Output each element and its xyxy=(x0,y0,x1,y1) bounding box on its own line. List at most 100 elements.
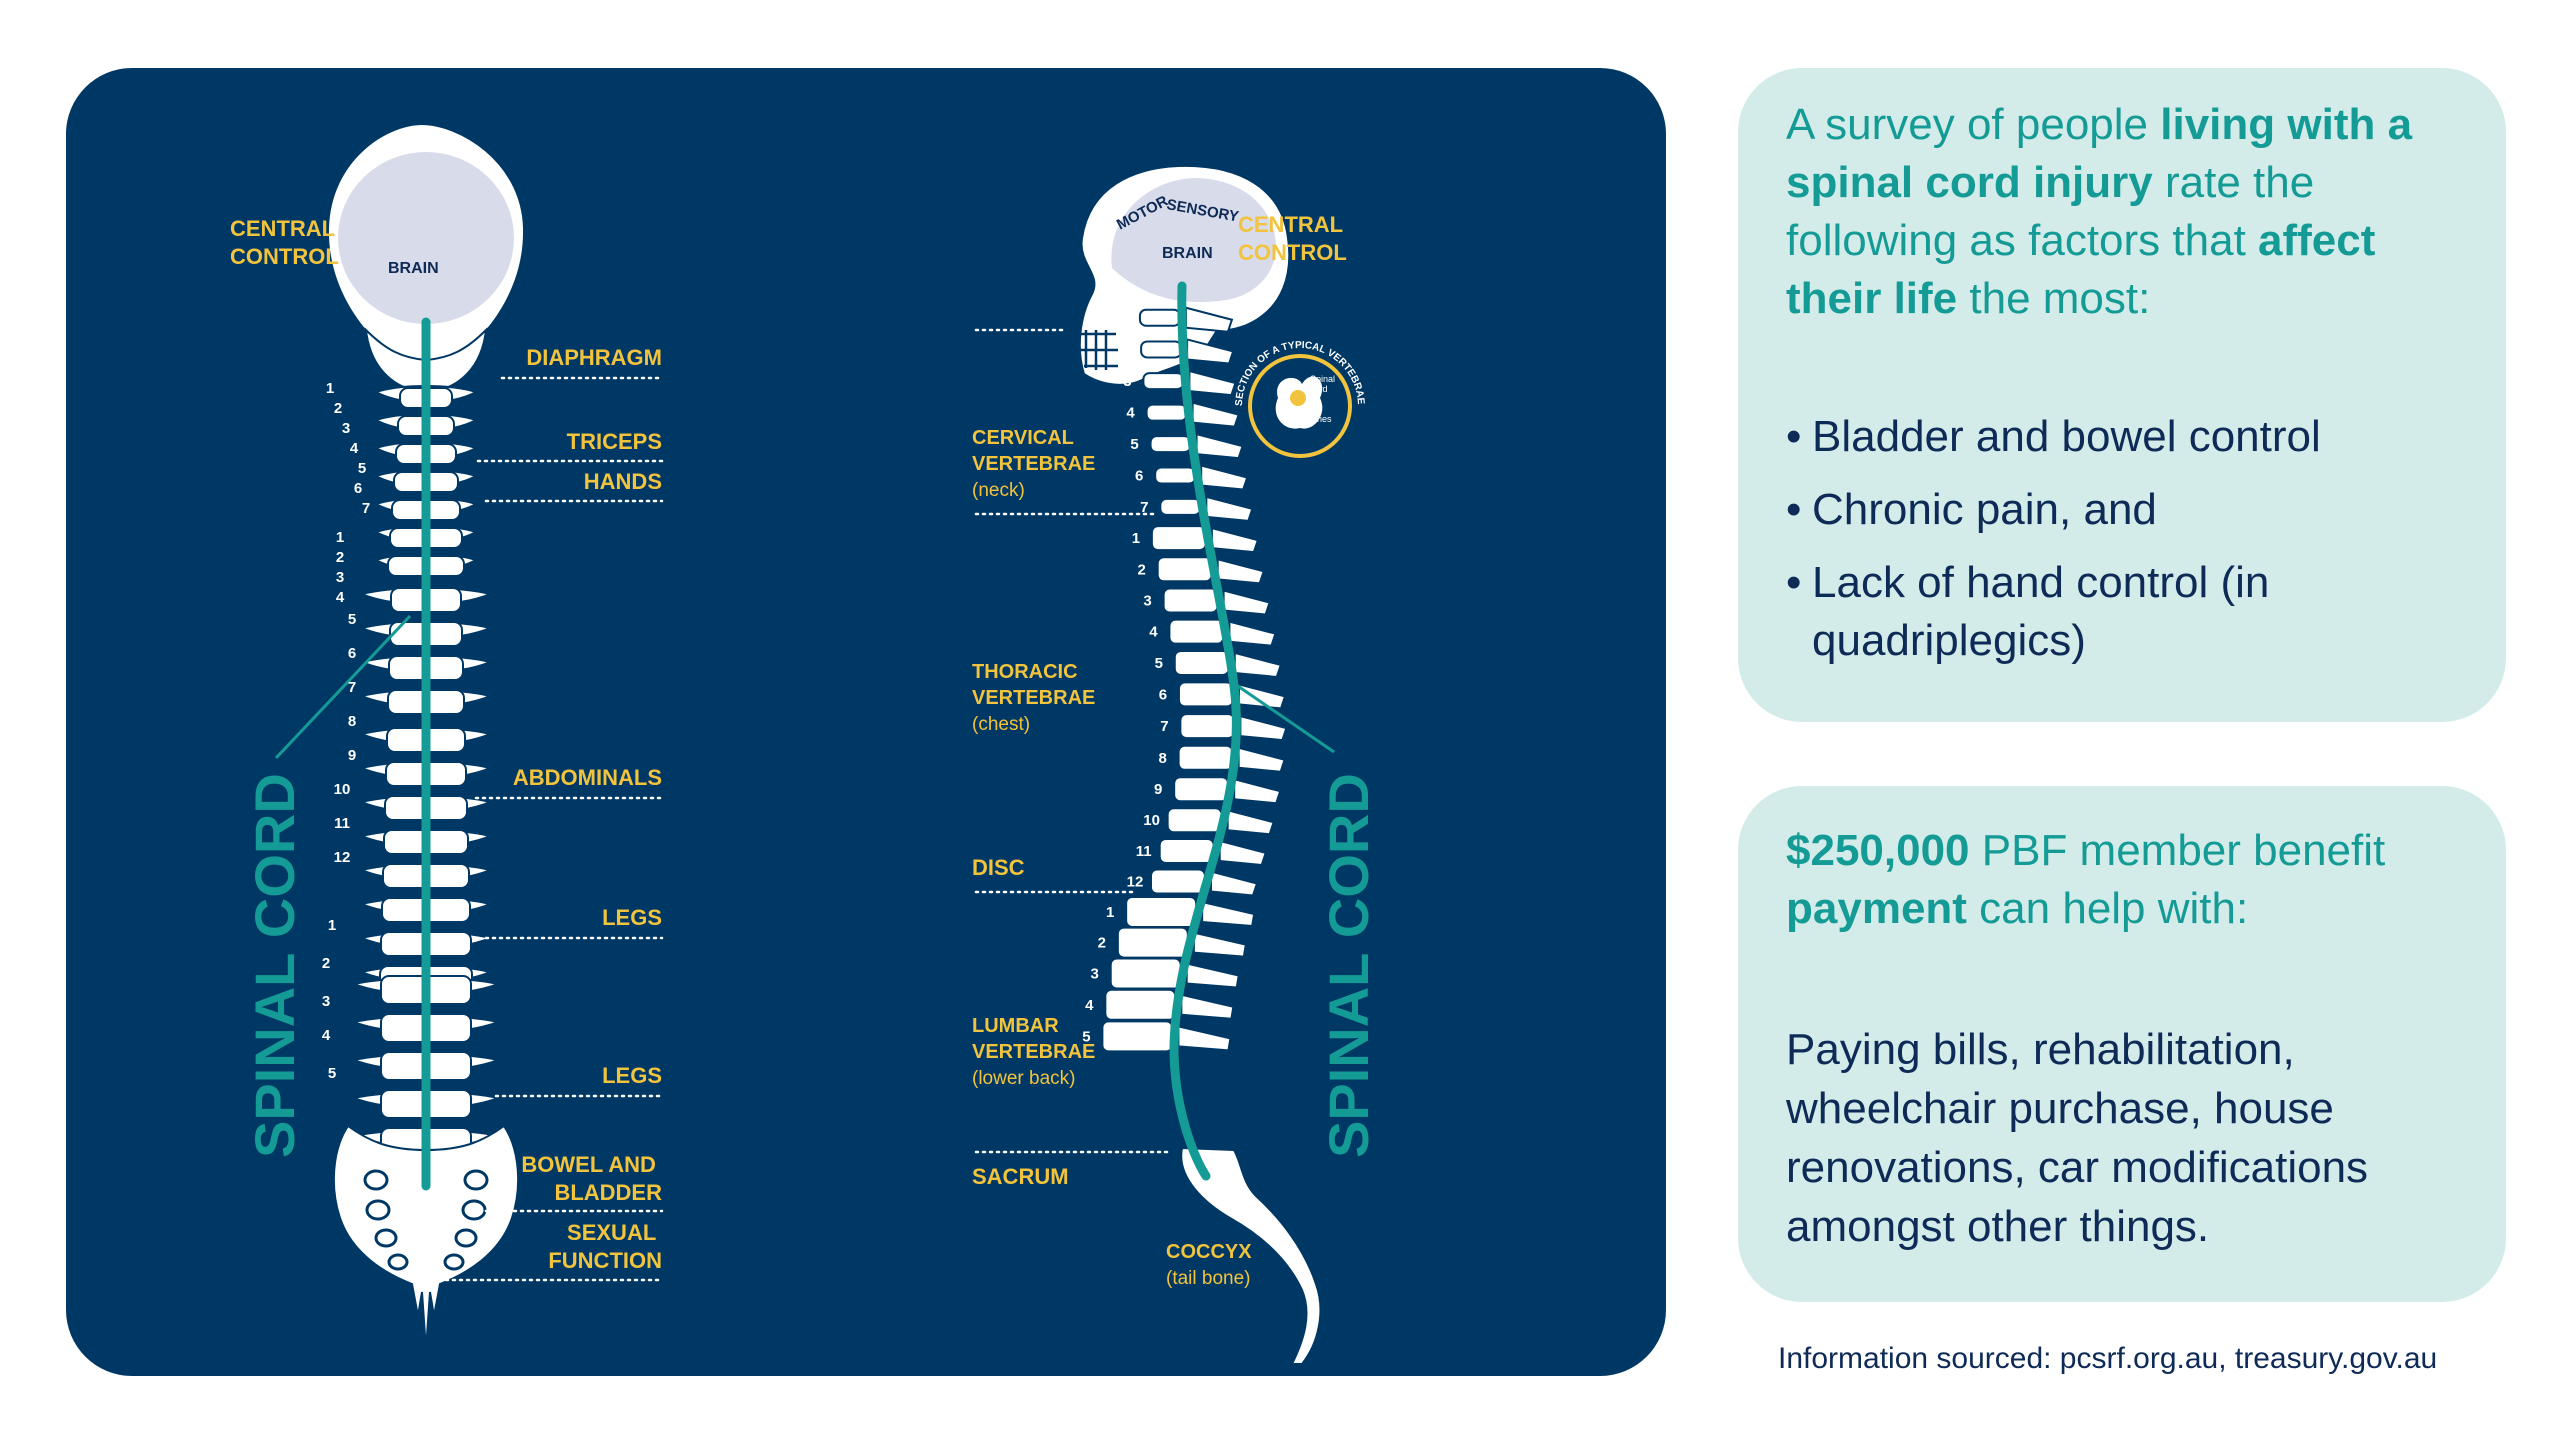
vertebra-number: 1 xyxy=(336,529,344,546)
front-brain xyxy=(338,152,514,324)
side-vertebra xyxy=(1142,369,1237,397)
vertebra-number: 5 xyxy=(348,611,356,628)
vertebra-number: 5 xyxy=(358,460,366,477)
vertebra-number: 6 xyxy=(348,645,356,662)
vertebra-number: 3 xyxy=(342,420,350,437)
vertebra-number: 2 xyxy=(334,400,342,417)
svg-text:cord: cord xyxy=(1310,384,1328,394)
vertebra-number: 2 xyxy=(322,955,330,972)
front-central-control: CENTRAL CONTROL xyxy=(230,216,341,269)
label-diaphragm: DIAPHRAGM xyxy=(526,345,662,370)
vertebra-number: 5 xyxy=(1155,655,1163,672)
vertebra-number: 3 xyxy=(1123,373,1131,390)
vertebra-number: 11 xyxy=(1136,843,1152,860)
side-vertebra xyxy=(1173,649,1283,679)
label-coccyx: COCCYX xyxy=(1166,1241,1252,1263)
side-vertebra xyxy=(1116,926,1247,959)
vertebra-number: 1 xyxy=(1106,904,1114,921)
side-teeth xyxy=(1076,330,1118,370)
side-vertebra xyxy=(1168,618,1277,647)
vertebra-number: 2 xyxy=(1098,935,1106,952)
label-bowel-bladder: BOWEL AND BLADDER xyxy=(521,1152,662,1205)
label-sexual-function: SEXUAL FUNCTION xyxy=(548,1220,662,1273)
vertebra-number: 4 xyxy=(1149,624,1158,641)
vertebra-number: 6 xyxy=(1135,468,1143,485)
front-spinal-cord-label: SPINAL CORD xyxy=(243,773,306,1158)
vertebra-number: 10 xyxy=(1143,812,1160,829)
vertebra-number: 1 xyxy=(328,917,336,934)
vertebra-number: 6 xyxy=(354,480,362,497)
label-lumbar: LUMBAR VERTEBRAE xyxy=(972,1015,1095,1063)
vertebra-number: 12 xyxy=(334,849,351,866)
vertebra-number: 2 xyxy=(1121,341,1129,358)
side-vertebra xyxy=(1109,957,1240,990)
side-region-labels: CERVICAL VERTEBRAE (neck) THORACIC VERTE… xyxy=(972,427,1252,1289)
side-vertebrae xyxy=(1101,306,1288,1053)
vertebra-number: 11 xyxy=(334,815,350,832)
vertebra-number: 7 xyxy=(1140,499,1148,516)
vertebra-number: 4 xyxy=(322,1027,331,1044)
vertebra-number: 7 xyxy=(1160,718,1168,735)
side-vertebra xyxy=(1104,988,1235,1021)
label-legs-lower: LEGS xyxy=(602,1063,662,1088)
label-hands: HANDS xyxy=(584,469,662,494)
vertebra-number: 2 xyxy=(336,549,344,566)
side-vertebra xyxy=(1173,776,1282,805)
front-brain-label: BRAIN xyxy=(388,260,439,277)
side-brain-label: BRAIN xyxy=(1162,245,1213,262)
front-spinal-cord-pointer xyxy=(274,614,412,760)
list-item: Lack of hand control (in quadriplegics) xyxy=(1786,554,2458,670)
side-vertebra xyxy=(1101,1020,1232,1053)
vertebra-number: 4 xyxy=(336,589,345,606)
vertebra-section-badge: Spinal cord Bones SECTION OF A TYPICAL V… xyxy=(1234,340,1366,458)
label-triceps: TRICEPS xyxy=(567,429,662,454)
vertebra-number: 3 xyxy=(1143,592,1151,609)
side-vertebra xyxy=(1158,837,1267,867)
benefit-card: $250,000 PBF member benefit payment can … xyxy=(1738,786,2506,1302)
side-central-control: CENTRAL CONTROL xyxy=(1238,212,1349,265)
front-vertebra xyxy=(358,655,494,681)
vertebra-number: 5 xyxy=(1082,1028,1090,1045)
vertebra-number: 7 xyxy=(362,500,370,517)
vertebra-number: 1 xyxy=(326,380,334,397)
vertebra-number: 1 xyxy=(1132,530,1140,547)
vertebra-number: 9 xyxy=(1154,781,1162,798)
vertebra-number: 1 xyxy=(1120,310,1128,327)
label-sacrum: SACRUM xyxy=(972,1164,1069,1189)
label-legs-upper: LEGS xyxy=(602,905,662,930)
side-vertebra xyxy=(1149,868,1259,897)
vertebra-number: 8 xyxy=(348,713,356,730)
survey-heading: A survey of people living with a spinal … xyxy=(1786,100,2413,323)
side-vertebra xyxy=(1154,464,1249,491)
side-spinal-cord-label: SPINAL CORD xyxy=(1317,773,1380,1158)
vertebra-number: 9 xyxy=(348,747,356,764)
side-vertebra xyxy=(1177,681,1287,710)
svg-text:Spinal: Spinal xyxy=(1310,374,1335,384)
side-brain xyxy=(1111,178,1277,303)
spine-diagram: BRAIN SPINAL CORD CENTRAL CONTROL 123456… xyxy=(230,122,1380,1365)
vertebra-number: 4 xyxy=(1085,997,1094,1014)
svg-text:(tail bone): (tail bone) xyxy=(1166,1268,1251,1289)
vertebra-number: 8 xyxy=(1158,750,1166,767)
side-sacrum-coccyx xyxy=(1180,1146,1322,1365)
vertebra-number: 3 xyxy=(322,993,330,1010)
vertebra-number: 10 xyxy=(334,781,351,798)
label-disc: DISC xyxy=(972,855,1025,880)
svg-text:(neck): (neck) xyxy=(972,480,1025,501)
vertebra-number: 12 xyxy=(1127,873,1144,890)
side-spinal-cord-pointer xyxy=(1231,680,1335,754)
vertebra-number: 4 xyxy=(1126,405,1135,422)
side-vertebra xyxy=(1162,587,1271,616)
vertebra-number: 4 xyxy=(350,440,359,457)
side-spinal-cord xyxy=(1169,281,1241,1181)
label-abdominals: ABDOMINALS xyxy=(513,765,662,790)
svg-text:(chest): (chest) xyxy=(972,714,1030,735)
benefit-heading: $250,000 PBF member benefit payment can … xyxy=(1786,826,2386,933)
front-spine-view: BRAIN SPINAL CORD CENTRAL CONTROL 123456… xyxy=(230,122,664,1351)
survey-card: A survey of people living with a spinal … xyxy=(1738,68,2506,722)
benefit-body: Paying bills, rehabilitation, wheelchair… xyxy=(1786,1025,2369,1251)
vertebra-number: 5 xyxy=(328,1065,336,1082)
